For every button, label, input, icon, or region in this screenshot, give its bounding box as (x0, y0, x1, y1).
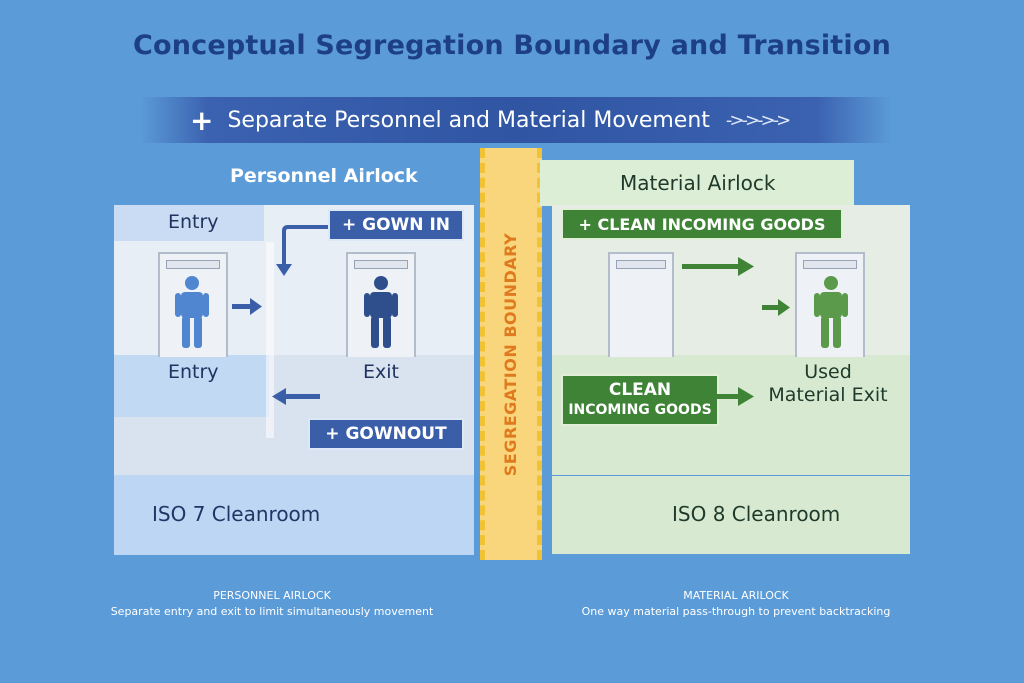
movement-banner: + Separate Personnel and Material Moveme… (140, 97, 892, 143)
clean-incoming-goods-tag: + CLEAN INCOMING GOODS (561, 208, 843, 240)
used-line-1: Used (804, 361, 852, 383)
material-caption: MATERIAL ARILOCK One way material pass-t… (568, 588, 904, 620)
used-material-exit-label: Used Material Exit (760, 361, 896, 407)
iso8-label: ISO 8 Cleanroom (672, 502, 841, 526)
iso7-zone (114, 476, 474, 554)
material-airlock-header-zone (540, 160, 854, 206)
person-icon (175, 276, 209, 348)
personnel-airlock-heading: Personnel Airlock (230, 165, 418, 187)
entry-lower-zone (114, 355, 269, 417)
arrow-right-icon (682, 257, 754, 276)
material-exit-door (795, 252, 865, 357)
person-icon (364, 276, 398, 348)
arrows-icon: ->->->-> (725, 109, 791, 131)
entry-header-zone (114, 205, 264, 241)
banner-text: Separate Personnel and Material Movement (227, 107, 710, 133)
material-caption-desc: One way material pass-through to prevent… (581, 605, 891, 618)
segregation-boundary-label: SEGREGATION BOUNDARY (501, 232, 521, 476)
clean-incoming-goods-box: CLEAN INCOMING GOODS (561, 374, 719, 426)
arrow-right-icon (716, 387, 754, 406)
used-line-2: Material Exit (768, 384, 888, 406)
entry-bottom-label: Entry (168, 361, 219, 383)
iso8-zone (552, 476, 910, 554)
plus-icon: + (190, 103, 214, 137)
gowning-flow-arrows (266, 225, 330, 438)
arrow-right-icon (232, 298, 262, 315)
personnel-caption: PERSONNEL AIRLOCK Separate entry and exi… (100, 588, 444, 620)
personnel-caption-title: PERSONNEL AIRLOCK (213, 589, 331, 602)
clean-line-1: CLEAN (608, 380, 672, 400)
iso7-label: ISO 7 Cleanroom (152, 502, 321, 526)
personnel-caption-desc: Separate entry and exit to limit simulta… (110, 605, 434, 618)
arrow-right-icon (762, 299, 790, 316)
gown-in-button: + GOWN IN (328, 209, 464, 241)
exit-label: Exit (363, 361, 399, 383)
gown-out-button: + GOWNOUT (308, 418, 464, 450)
material-caption-title: MATERIAL ARILOCK (683, 589, 789, 602)
entry-top-label: Entry (168, 211, 219, 233)
diagram-title: Conceptual Segregation Boundary and Tran… (132, 30, 892, 61)
material-entry-door (608, 252, 674, 357)
segregation-boundary (480, 148, 542, 560)
segregation-boundary-label-wrap: SEGREGATION BOUNDARY (480, 148, 542, 560)
clean-line-2: INCOMING GOODS (568, 402, 712, 418)
material-airlock-heading: Material Airlock (620, 171, 776, 195)
person-icon (814, 276, 848, 348)
